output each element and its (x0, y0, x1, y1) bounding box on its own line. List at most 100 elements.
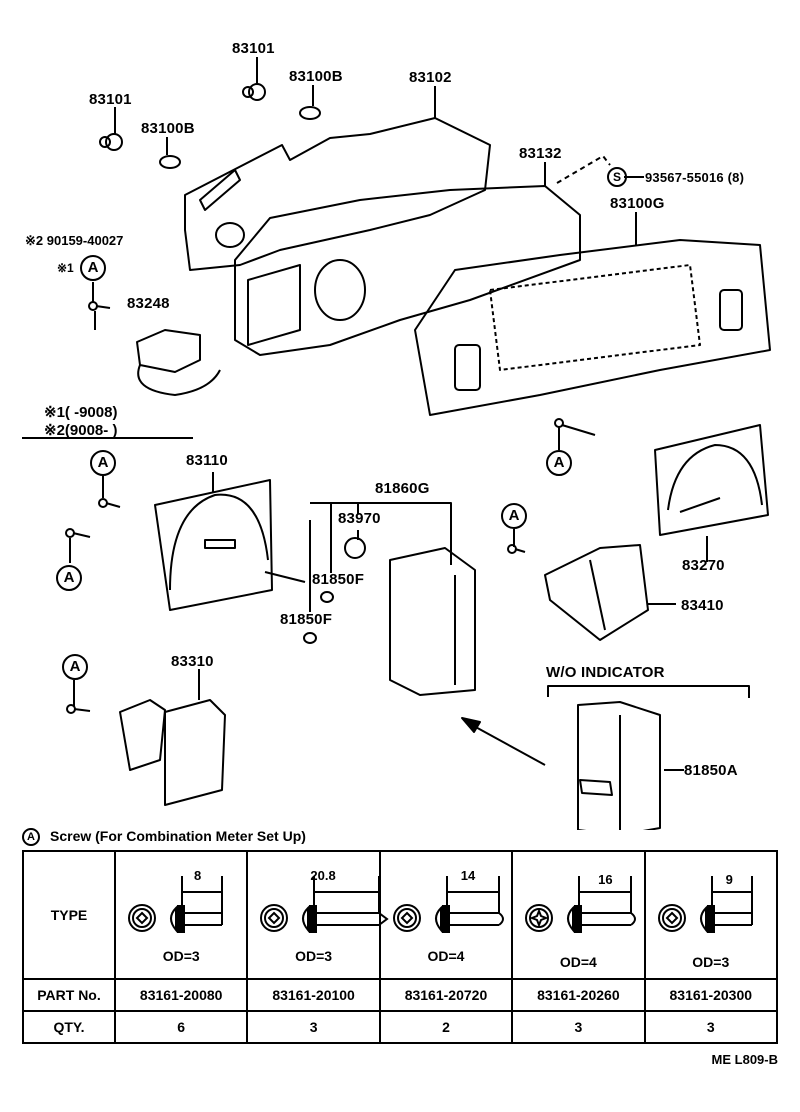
part-no-cell: 83161-20300 (643, 978, 779, 1012)
note-1: ※1( -9008) (44, 404, 118, 421)
screw-shank-icon (713, 912, 752, 926)
part-no-cell: 83161-20720 (378, 978, 514, 1012)
screw-type-cell: 14 OD=4 (378, 850, 514, 980)
printed-circuit-83102 (184, 117, 491, 271)
screw-tip-icon (630, 912, 637, 926)
part-label: 83270 (682, 557, 725, 574)
circuit-hole (215, 222, 245, 248)
screw-shank-icon (448, 912, 499, 926)
screw-washer-icon (309, 905, 318, 933)
screw-shank-icon (316, 912, 380, 926)
table-row-type: TYPE 8 OD=3 20.8 OD=3 14 OD=4 16 OD=4 9 … (22, 850, 779, 980)
screw-head-outer-icon (392, 904, 421, 932)
bulb-socket-83101-top (242, 83, 266, 101)
part-no-cell: 83161-20080 (113, 978, 249, 1012)
part-label: 83102 (409, 69, 452, 86)
row-header-qty: QTY. (22, 1010, 116, 1044)
bulb-83100B-top (299, 106, 321, 120)
screw-head-outer-icon (260, 904, 289, 932)
screw-drawing (525, 876, 637, 933)
meter-panel-83100G (414, 239, 771, 416)
square-drive-icon (135, 911, 149, 925)
screw-table: TYPE 8 OD=3 20.8 OD=3 14 OD=4 16 OD=4 9 … (22, 850, 779, 1044)
screw-a3 (65, 528, 91, 538)
screw-washer-icon (177, 905, 185, 933)
part-83970 (344, 537, 366, 559)
bulb-83100B-left (159, 155, 181, 169)
gauge-83310 (119, 699, 226, 806)
standard-part-symbol: S (607, 167, 627, 187)
screw-ref-a-symbol: A (546, 450, 572, 476)
screw-head-inner-icon (264, 908, 285, 928)
part-label: 81860G (375, 480, 430, 497)
screw-head-side-icon (434, 905, 442, 933)
screw-washer-icon (706, 905, 715, 933)
part-83248 (136, 329, 221, 396)
screw-length: 14 (460, 868, 476, 883)
note-2: ※2(9008- ) (44, 422, 118, 439)
screw-od: OD=4 (427, 948, 465, 964)
screw-shank-icon (581, 912, 632, 926)
panel-window-right (719, 289, 743, 331)
note-mark-2: ※2 90159-40027 (25, 233, 123, 249)
screw-ref-a-symbol: A (80, 255, 106, 281)
screw-head-inner-icon (132, 908, 152, 928)
table-row-qty: QTY. 6 3 2 3 3 (22, 1010, 779, 1044)
part-label: 83100G (610, 195, 665, 212)
part-label: 90159-40027 (46, 233, 124, 248)
meter-case-83132 (234, 185, 581, 356)
screw-head-side-icon (567, 905, 575, 933)
part-no-cell: 83161-20100 (246, 978, 381, 1012)
bracket-wo-indicator (547, 685, 750, 698)
screw-washer-icon (574, 905, 583, 933)
indicator-81860G (389, 547, 476, 696)
screw-length: 8 (194, 868, 202, 883)
part-label: 83100B (141, 120, 195, 137)
part-label: 93567-55016 (8) (645, 170, 745, 185)
screw-od: OD=3 (692, 954, 730, 970)
screw-type-cell: 20.8 OD=3 (246, 850, 390, 980)
screw-a4 (554, 418, 596, 436)
circuit-connector (199, 169, 241, 211)
screw-head-outer-icon (525, 904, 554, 932)
screw-ref-a-symbol: A (22, 828, 40, 847)
case-left-wall (247, 264, 301, 346)
screw-od: OD=3 (162, 948, 200, 964)
part-label: 83410 (681, 597, 724, 614)
drawing-code: ME L809-B (711, 1052, 778, 1067)
square-drive-icon (665, 911, 678, 925)
dimension-line-icon (710, 876, 753, 913)
screw-head-outer-icon (657, 904, 686, 932)
square-drive-icon (400, 911, 414, 925)
panel-window (489, 264, 701, 371)
screw-type-cell: 8 OD=3 (113, 850, 249, 980)
part-label: 83248 (127, 295, 170, 312)
qty-cell: 3 (246, 1010, 381, 1044)
row-header-type: TYPE (22, 850, 116, 980)
qty-cell: 2 (378, 1010, 514, 1044)
tachometer-83270 (654, 424, 769, 536)
screw-ref-a-symbol: A (56, 565, 82, 591)
screw-head-side-icon (170, 905, 177, 933)
screw-a2 (98, 498, 121, 508)
part-label: 83101 (232, 40, 275, 57)
screw-table-title-text: Screw (For Combination Meter Set Up) (50, 828, 306, 844)
screw-drawing (392, 876, 504, 933)
note-1-mark: ※1 (57, 261, 74, 275)
screw-drawing (657, 876, 753, 933)
table-row-part-no: PART No. 83161-20080 83161-20100 83161-2… (22, 978, 779, 1012)
screw-ref-a-symbol: A (90, 450, 116, 476)
screw-tip-icon (498, 912, 504, 926)
screw-head-side-icon (699, 905, 707, 933)
dimension-line-icon (181, 876, 223, 913)
screw-od: OD=4 (559, 954, 597, 970)
wo-indicator-label: W/O INDICATOR (546, 664, 665, 681)
screw-type-cell: 16 OD=4 (511, 850, 646, 980)
part-label: 81850F (280, 611, 333, 628)
square-drive-icon (267, 911, 281, 925)
screw-drawing (128, 876, 223, 933)
part-label: 83132 (519, 145, 562, 162)
bulb-socket-83101-left (99, 133, 123, 151)
screw-type-cell: 9 OD=3 (643, 850, 779, 980)
screw-table-title: A Screw (For Combination Meter Set Up) (22, 828, 306, 847)
